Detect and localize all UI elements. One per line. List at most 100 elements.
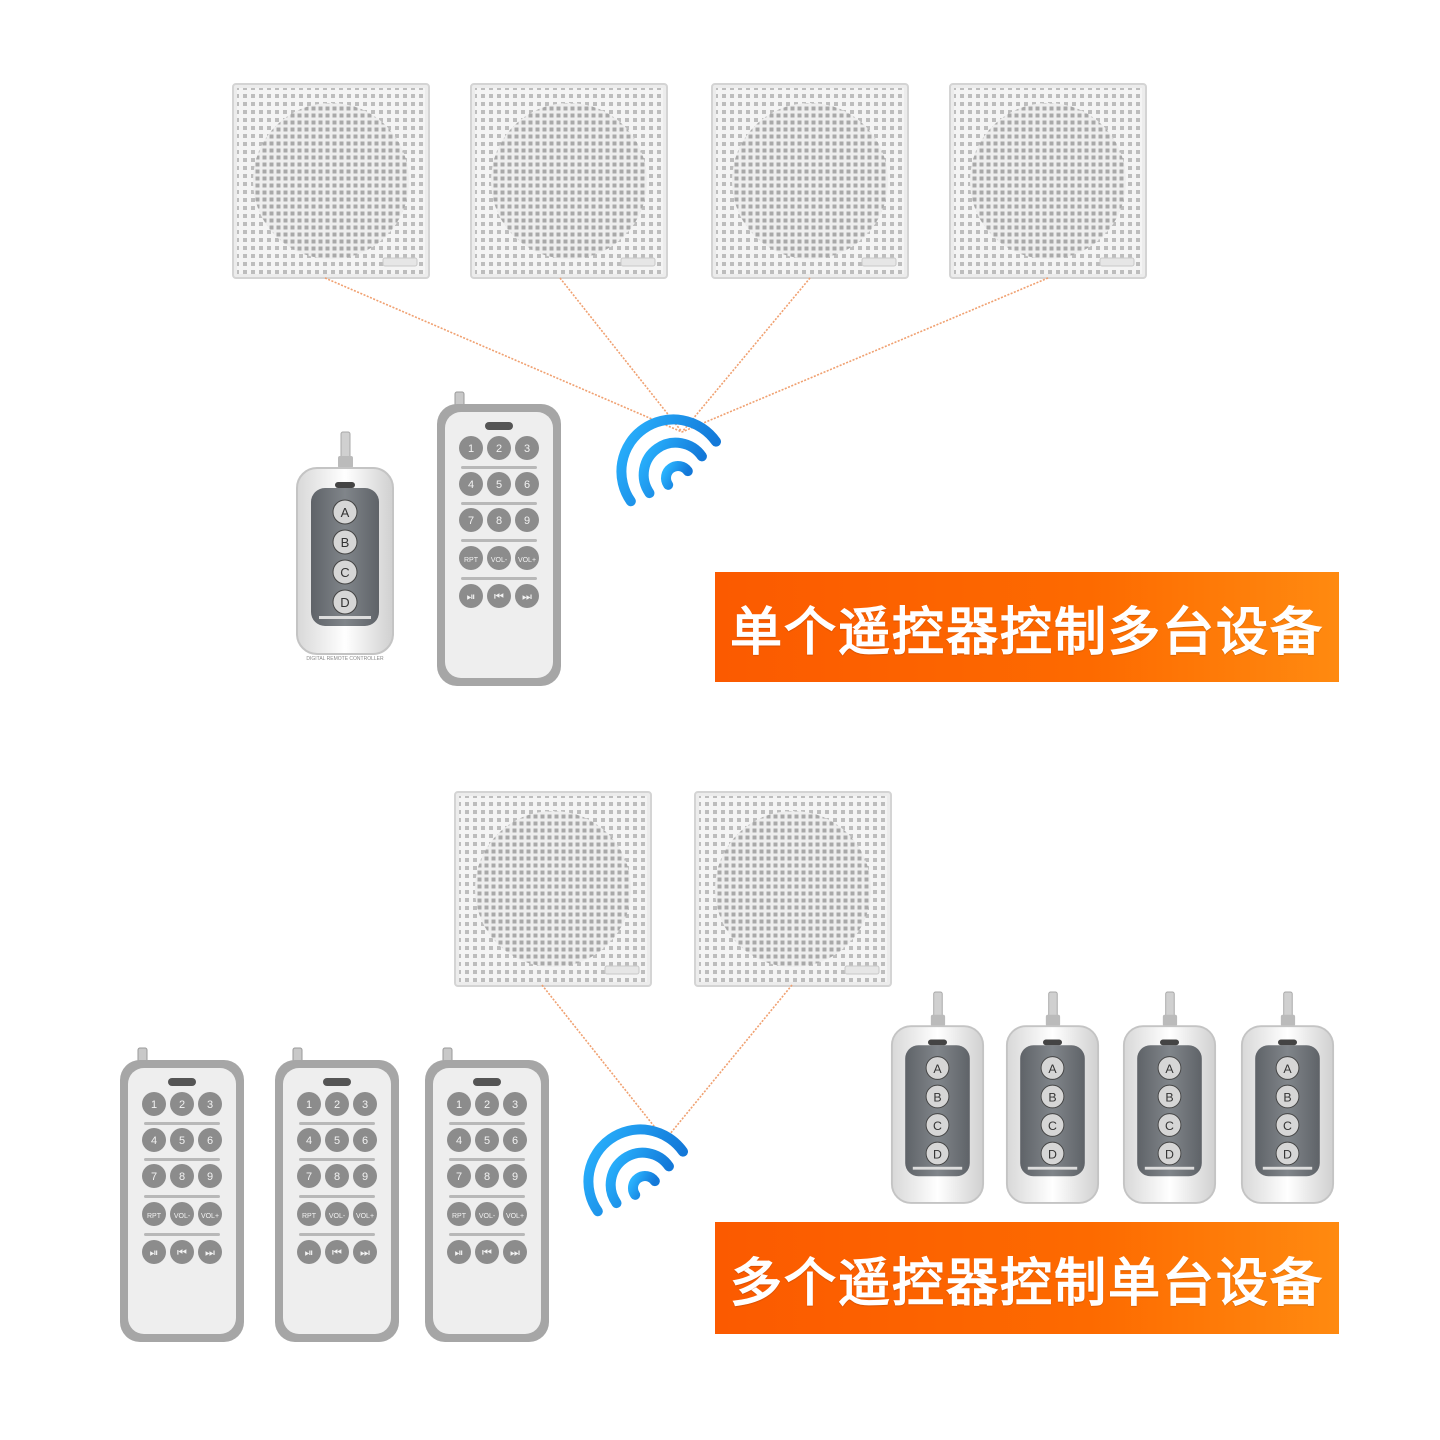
keypad-button: [459, 472, 483, 496]
keypad-button-label: VOL+: [201, 1213, 219, 1220]
keypad-button: [503, 1128, 527, 1152]
keypad-divider: [299, 1233, 375, 1236]
keypad-button-label: VOL+: [356, 1213, 374, 1220]
keypad-button: [447, 1164, 471, 1188]
keypad-divider: [144, 1195, 220, 1198]
fob-key-label: C: [933, 1119, 942, 1133]
keypad-button: [459, 546, 483, 570]
keypad-divider: [144, 1158, 220, 1161]
keypad-button-label: ⏭: [360, 1247, 370, 1259]
keypad-button-label: 5: [496, 479, 502, 491]
keypad-divider: [449, 1122, 525, 1125]
keypad-button: [325, 1164, 349, 1188]
keypad-button-label: 6: [362, 1135, 368, 1147]
keypad-button-label: ⏯: [150, 1247, 159, 1259]
keypad-button: [487, 508, 511, 532]
keypad-button-label: 2: [334, 1099, 340, 1111]
fob-key-label: B: [933, 1090, 941, 1104]
keypad-button-label: RPT: [464, 557, 479, 564]
fob-key-label: B: [1283, 1090, 1291, 1104]
speaker-icon: [711, 83, 909, 279]
keypad-button: [198, 1202, 222, 1226]
keypad-button-label: 8: [484, 1171, 490, 1183]
keypad-button: [503, 1092, 527, 1116]
fob-key-a: A: [341, 505, 350, 520]
keypad-button-label: 4: [151, 1135, 157, 1147]
signal-line: [681, 277, 1049, 433]
remote-fob-icon: A B C D DIGITAL REMOTE CONTROLLER: [296, 431, 394, 662]
keypad-button: [142, 1240, 166, 1264]
keypad-button-label: RPT: [147, 1213, 162, 1220]
keypad-button-label: 3: [207, 1099, 213, 1111]
keypad-button: [353, 1202, 377, 1226]
keypad-button: [487, 584, 511, 608]
keypad-button: [459, 508, 483, 532]
signal-line: [559, 277, 683, 433]
keypad-button: [142, 1164, 166, 1188]
keypad-button-label: 5: [334, 1135, 340, 1147]
keypad-button-label: 1: [456, 1099, 462, 1111]
keypad-button: [297, 1128, 321, 1152]
keypad-button: [170, 1202, 194, 1226]
keypad-divider: [461, 539, 537, 542]
fob-key-label: D: [1048, 1147, 1057, 1161]
banner-single-remote-multi-device: 单个遥控器控制多台设备: [715, 572, 1339, 682]
keypad-button-label: 6: [524, 479, 530, 491]
keypad-button-label: 7: [456, 1171, 462, 1183]
keypad-divider: [449, 1158, 525, 1161]
keypad-button: [515, 472, 539, 496]
fob-key-label: A: [1283, 1062, 1292, 1076]
keypad-button-label: 4: [468, 479, 474, 491]
fob-key-label: C: [1165, 1119, 1174, 1133]
keypad-button-label: 5: [179, 1135, 185, 1147]
fob-key-label: D: [1283, 1147, 1292, 1161]
keypad-button: [297, 1164, 321, 1188]
keypad-button-label: ⏯: [455, 1247, 464, 1259]
keypad-button: [475, 1240, 499, 1264]
keypad-button-label: VOL+: [506, 1213, 524, 1220]
keypad-button-label: ⏭: [510, 1247, 520, 1259]
keypad-button-label: ⏮: [177, 1247, 187, 1259]
keypad-button-label: 7: [468, 515, 474, 527]
keypad-button-label: 8: [496, 515, 502, 527]
keypad-button-label: 5: [484, 1135, 490, 1147]
keypad-button-label: 1: [306, 1099, 312, 1111]
keypad-button: [297, 1240, 321, 1264]
keypad-divider: [144, 1233, 220, 1236]
keypad-button-label: ⏯: [467, 591, 476, 603]
keypad-button-label: 3: [362, 1099, 368, 1111]
fob-key-label: A: [933, 1062, 942, 1076]
banner-text: 单个遥控器控制多台设备: [729, 602, 1324, 663]
keypad-button-label: 9: [524, 515, 530, 527]
fob-key-d: D: [340, 595, 349, 610]
keypad-button: [475, 1164, 499, 1188]
keypad-button-label: 6: [207, 1135, 213, 1147]
keypad-divider: [299, 1122, 375, 1125]
keypad-button: [353, 1240, 377, 1264]
speaker-icon: [470, 83, 668, 279]
keypad-divider: [461, 466, 537, 469]
keypad-button-label: VOL-: [491, 557, 508, 564]
keypad-button: [515, 436, 539, 460]
fob-key-c: C: [340, 565, 349, 580]
keypad-button-label: 3: [524, 443, 530, 455]
keypad-button: [503, 1240, 527, 1264]
keypad-button: [447, 1128, 471, 1152]
fob-key-b: B: [341, 535, 350, 550]
speaker-icon: [694, 791, 892, 987]
keypad-button-label: 9: [512, 1171, 518, 1183]
keypad-divider: [299, 1158, 375, 1161]
keypad-button: [503, 1164, 527, 1188]
keypad-button: [170, 1128, 194, 1152]
fob-key-label: B: [1048, 1090, 1056, 1104]
fob-key-label: A: [1048, 1062, 1057, 1076]
keypad-button: [170, 1092, 194, 1116]
keypad-button: [447, 1092, 471, 1116]
keypad-button-label: RPT: [302, 1213, 317, 1220]
keypad-button-label: VOL-: [479, 1213, 496, 1220]
